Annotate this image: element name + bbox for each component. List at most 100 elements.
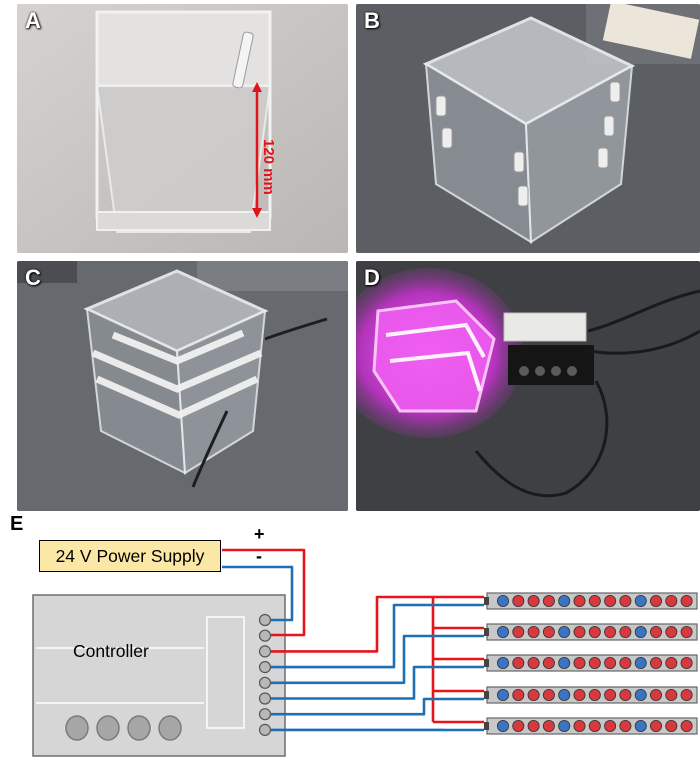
red-led	[574, 657, 585, 668]
red-led	[543, 595, 554, 606]
red-led	[681, 689, 692, 700]
led-strips	[484, 593, 697, 734]
blue-led	[635, 626, 646, 637]
red-led	[666, 595, 677, 606]
red-led	[605, 657, 616, 668]
red-led	[605, 595, 616, 606]
red-led	[574, 689, 585, 700]
red-led	[605, 626, 616, 637]
red-led	[589, 720, 600, 731]
red-led	[620, 595, 631, 606]
blue-led	[497, 689, 508, 700]
height-dimension-label: 120 mm	[260, 139, 277, 195]
negative-sign: -	[256, 546, 262, 567]
red-led	[513, 626, 524, 637]
photo-panel-d: D	[356, 261, 700, 511]
red-led	[528, 657, 539, 668]
blue-led	[635, 657, 646, 668]
red-led	[513, 720, 524, 731]
led-strip-connector	[484, 722, 489, 730]
photo-panel-c: C	[17, 261, 348, 511]
panel-label-c: C	[25, 265, 41, 291]
red-led	[589, 626, 600, 637]
power-supply: 24 V Power Supply	[39, 540, 221, 572]
red-led	[681, 657, 692, 668]
photo-panel-b: B	[356, 4, 700, 253]
red-led	[543, 689, 554, 700]
box-with-clips-photo	[356, 4, 700, 253]
red-led	[589, 657, 600, 668]
led-strip-connector	[484, 659, 489, 667]
box-with-led-strips-photo	[17, 261, 348, 511]
blue-led	[559, 626, 570, 637]
controller-terminal	[260, 662, 271, 673]
red-led	[681, 595, 692, 606]
red-led	[666, 720, 677, 731]
blue-led	[559, 657, 570, 668]
blue-led	[635, 720, 646, 731]
controller-button	[66, 716, 88, 740]
red-led	[574, 595, 585, 606]
red-led	[650, 595, 661, 606]
controller-terminal	[260, 724, 271, 735]
controller-terminal	[260, 693, 271, 704]
led-strip-connector	[484, 691, 489, 699]
red-led	[650, 689, 661, 700]
led-strip	[484, 593, 697, 609]
led-strip	[484, 718, 697, 734]
blue-led	[497, 720, 508, 731]
controller-button	[97, 716, 119, 740]
red-led	[528, 595, 539, 606]
red-led	[528, 689, 539, 700]
controller-terminal	[260, 646, 271, 657]
controller-button	[128, 716, 150, 740]
red-led	[605, 720, 616, 731]
blue-led	[497, 626, 508, 637]
blue-led	[559, 595, 570, 606]
controller-terminal	[260, 677, 271, 688]
red-led	[513, 595, 524, 606]
acrylic-box-photo	[17, 4, 348, 253]
led-strip	[484, 687, 697, 703]
blue-led	[497, 595, 508, 606]
red-led	[666, 689, 677, 700]
red-led	[620, 626, 631, 637]
red-led	[666, 626, 677, 637]
positive-sign: +	[254, 524, 265, 545]
led-strip-connector	[484, 597, 489, 605]
red-led	[620, 657, 631, 668]
red-led	[620, 689, 631, 700]
blue-led	[635, 595, 646, 606]
photo-panel-a: A 120 mm	[17, 4, 348, 253]
red-led	[681, 720, 692, 731]
blue-led	[559, 720, 570, 731]
blue-led	[635, 689, 646, 700]
red-led	[650, 626, 661, 637]
red-led	[543, 720, 554, 731]
red-led	[528, 720, 539, 731]
red-led	[666, 657, 677, 668]
red-led	[574, 720, 585, 731]
red-led	[605, 689, 616, 700]
red-led	[528, 626, 539, 637]
red-led	[589, 595, 600, 606]
red-led	[589, 689, 600, 700]
panel-label-d: D	[364, 265, 380, 291]
led-strip-connector	[484, 628, 489, 636]
negative-wire	[271, 699, 484, 714]
controller-terminal	[260, 630, 271, 641]
panel-label-b: B	[364, 8, 380, 34]
red-led	[574, 626, 585, 637]
controller-terminal	[260, 709, 271, 720]
led-strip	[484, 624, 697, 640]
blue-led	[559, 689, 570, 700]
wiring-diagram-e: E 24 V Power Supply Controller + -	[0, 513, 700, 761]
red-led	[543, 626, 554, 637]
lit-box-with-controller-photo	[356, 261, 700, 511]
red-led	[513, 689, 524, 700]
panel-label-e: E	[10, 513, 23, 536]
panel-label-a: A	[25, 8, 41, 34]
red-led	[513, 657, 524, 668]
controller-label: Controller	[73, 641, 149, 662]
blue-led	[497, 657, 508, 668]
